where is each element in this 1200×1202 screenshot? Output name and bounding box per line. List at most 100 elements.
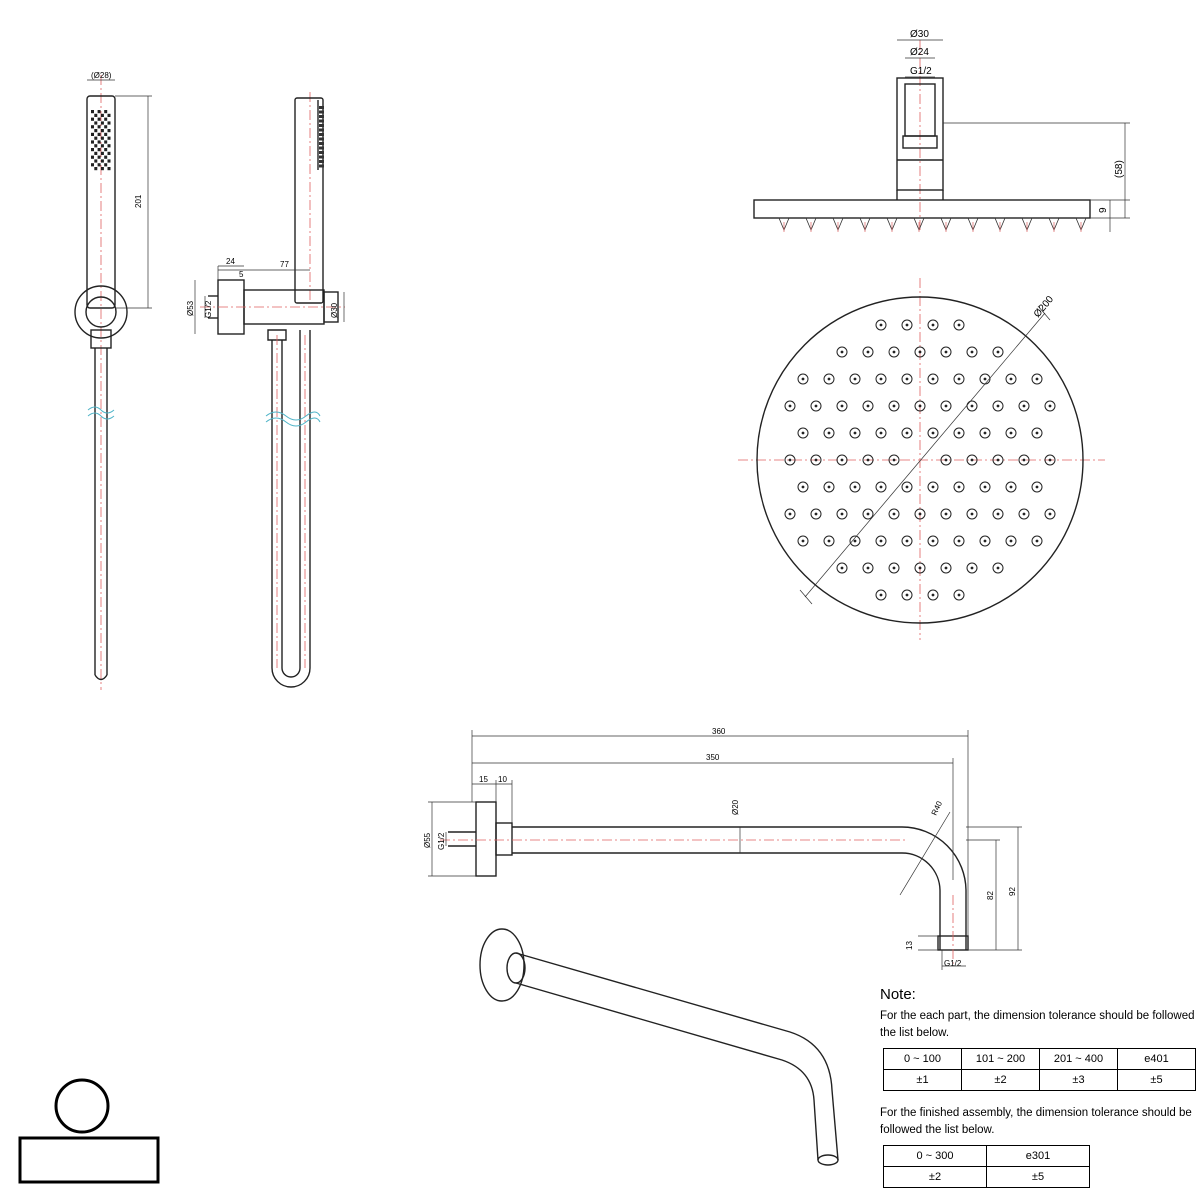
range-cell: 0 ~ 300	[883, 1145, 987, 1167]
spray-pattern	[91, 110, 111, 171]
nozzle-ring	[875, 319, 887, 331]
nozzle-hole	[931, 431, 935, 435]
tolerance-cell: ±1	[883, 1069, 962, 1091]
nozzle-hole	[840, 512, 844, 516]
nozzle-ring	[979, 427, 991, 439]
nozzle-hole	[944, 404, 948, 408]
side-nozzles	[319, 106, 324, 168]
nozzle-ring	[797, 373, 809, 385]
dim-flange: Ø53	[186, 300, 195, 316]
head-nozzle	[886, 217, 898, 232]
nozzle-ring	[1005, 535, 1017, 547]
nozzle-hole	[866, 458, 870, 462]
nozzle-hole	[996, 458, 1000, 462]
dim-arm-drop-82: 82	[986, 891, 995, 900]
dim-arm-thread-out: G1/2	[944, 959, 962, 968]
side-nozzle	[319, 142, 324, 145]
nozzle-hole	[788, 404, 792, 408]
spray-hole	[91, 163, 94, 167]
nozzle-ring	[888, 508, 900, 520]
spray-hole	[97, 132, 101, 136]
nozzle-hole	[788, 512, 792, 516]
nozzle-hole	[801, 431, 805, 435]
nozzle-hole	[1048, 404, 1052, 408]
spray-hole	[100, 167, 104, 171]
nozzle-ring	[992, 508, 1004, 520]
nozzle-hole	[905, 377, 909, 381]
nozzle-hole	[892, 350, 896, 354]
nozzle-ring	[797, 427, 809, 439]
dim-arm-overall: 360	[712, 727, 726, 736]
spray-hole	[94, 136, 98, 140]
head-nozzle	[967, 217, 979, 232]
tolerance-cell: ±3	[1039, 1069, 1118, 1091]
nozzle-hole	[944, 350, 948, 354]
side-nozzle	[319, 128, 324, 132]
spray-hole	[91, 117, 94, 121]
nozzle-hole	[827, 539, 831, 543]
nozzle-hole	[905, 593, 909, 597]
tolerance-cell: ±5	[986, 1166, 1090, 1188]
spray-hole	[104, 155, 108, 159]
nozzle-hole	[1035, 377, 1039, 381]
nozzle-hole	[1035, 431, 1039, 435]
nozzle-ring	[940, 346, 952, 358]
hand-shower-side-view: 24 77 5 Ø53 G1/2 Ø30	[186, 92, 345, 688]
nozzle-ring	[797, 535, 809, 547]
nozzle-hole	[853, 485, 857, 489]
nozzle-hole	[957, 539, 961, 543]
range-cell: 0 ~ 100	[883, 1048, 962, 1070]
spray-hole	[97, 110, 101, 114]
dim-arm-radius: R40	[930, 799, 945, 817]
nozzle-ring	[862, 400, 874, 412]
spray-hole	[94, 129, 98, 133]
nozzle-hole	[853, 431, 857, 435]
nozzle-ring	[875, 535, 887, 547]
nozzle-ring	[888, 562, 900, 574]
side-nozzle	[319, 146, 324, 150]
spray-hole	[104, 132, 108, 136]
head-nozzle	[1075, 217, 1087, 232]
nozzle-ring	[849, 535, 861, 547]
dim-holder: Ø30	[330, 302, 339, 318]
nozzle-ring	[784, 508, 796, 520]
side-nozzle	[319, 137, 324, 141]
spray-hole	[91, 132, 94, 136]
side-nozzle	[319, 151, 324, 154]
nozzle-ring	[927, 535, 939, 547]
nozzle-hole	[918, 566, 922, 570]
nozzle-hole	[1009, 485, 1013, 489]
spray-hole	[100, 129, 104, 133]
dim-arm-13: 13	[905, 941, 914, 950]
nozzle-hole	[944, 512, 948, 516]
nozzle-hole	[879, 323, 883, 327]
nozzle-ring	[823, 373, 835, 385]
nozzle-hole	[918, 404, 922, 408]
nozzle-ring	[966, 400, 978, 412]
spray-hole	[97, 163, 101, 167]
nozzle-ring	[1005, 373, 1017, 385]
nozzle-ring	[1031, 427, 1043, 439]
nozzle-hole	[996, 512, 1000, 516]
nozzle-hole	[853, 377, 857, 381]
tolerance-cell: ±2	[883, 1166, 987, 1188]
nozzle-hole	[957, 593, 961, 597]
head-nozzle	[994, 217, 1006, 232]
nozzle-hole	[788, 458, 792, 462]
dim-head-thickness: 9	[1098, 207, 1109, 213]
nozzle-ring	[836, 508, 848, 520]
nozzle-hole	[983, 485, 987, 489]
nozzle-ring	[1018, 454, 1030, 466]
nozzle-ring	[914, 562, 926, 574]
nozzle-ring	[875, 427, 887, 439]
spray-hole	[91, 125, 94, 129]
nozzle-hole	[957, 485, 961, 489]
nozzle-ring	[875, 589, 887, 601]
nozzle-ring	[784, 400, 796, 412]
nozzle-ring	[940, 400, 952, 412]
side-nozzle	[319, 119, 324, 123]
nozzle-hole	[827, 431, 831, 435]
head-nozzle	[940, 217, 952, 232]
nozzle-ring	[953, 535, 965, 547]
